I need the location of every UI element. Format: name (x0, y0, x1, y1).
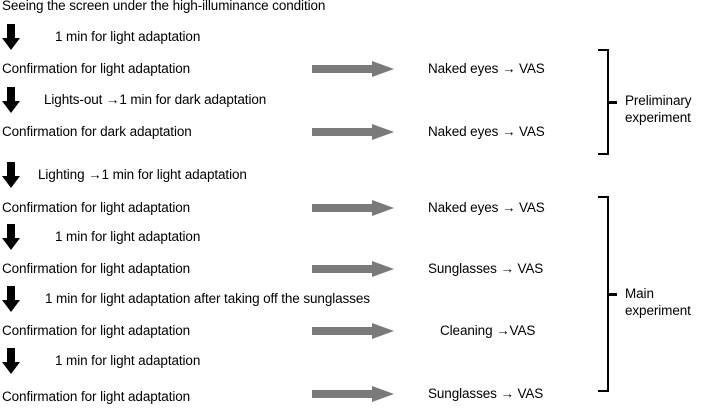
step-label: 1 min for light adaptation after taking … (45, 291, 370, 306)
right-arrow-icon (312, 124, 394, 140)
confirmation-label: Confirmation for light adaptation (2, 323, 191, 338)
step-label: 1 min for light adaptation (55, 353, 201, 368)
step-label: 1 min for light adaptation (55, 229, 201, 244)
right-arrow-icon (312, 261, 394, 277)
step-label: Lights-out →1 min for dark adaptation (44, 92, 267, 107)
right-arrow-icon (312, 323, 394, 339)
group-label-line2: experiment (625, 303, 691, 318)
step-row: 1 min for light adaptation (0, 22, 200, 52)
step-row: 1 min for light adaptation (0, 346, 200, 376)
group-label-main: Main experiment (625, 285, 691, 319)
confirmation-label: Confirmation for light adaptation (2, 261, 191, 276)
group-bracket-main (598, 196, 609, 392)
right-arrow-icon (312, 386, 394, 402)
down-arrow-icon (0, 23, 22, 51)
confirmation-label: Confirmation for dark adaptation (2, 124, 192, 139)
group-label-line1: Preliminary (625, 93, 692, 108)
group-label-preliminary: Preliminary experiment (625, 92, 692, 126)
outcome-label: Cleaning →VAS (440, 323, 536, 338)
step-row: Lighting →1 min for light adaptation (0, 160, 247, 190)
step-row: Lights-out →1 min for dark adaptation (0, 85, 266, 115)
down-arrow-icon (0, 285, 22, 313)
confirmation-label: Confirmation for light adaptation (2, 61, 191, 76)
group-bracket-preliminary (598, 49, 609, 155)
outcome-label: Naked eyes → VAS (428, 124, 545, 139)
outcome-label: Naked eyes → VAS (428, 61, 545, 76)
outcome-label: Sunglasses → VAS (428, 261, 544, 276)
group-label-line1: Main (625, 286, 654, 301)
page-title: Seeing the screen under the high-illumin… (2, 0, 326, 13)
step-label: Lighting →1 min for light adaptation (38, 167, 247, 182)
confirmation-label: Confirmation for light adaptation (2, 389, 191, 404)
outcome-label: Naked eyes → VAS (428, 200, 545, 215)
down-arrow-icon (0, 86, 22, 114)
down-arrow-icon (0, 223, 22, 251)
step-row: 1 min for light adaptation after taking … (0, 284, 370, 314)
down-arrow-icon (0, 161, 22, 189)
group-label-line2: experiment (625, 110, 691, 125)
outcome-label: Sunglasses → VAS (428, 386, 544, 401)
right-arrow-icon (312, 200, 394, 216)
step-row: 1 min for light adaptation (0, 222, 200, 252)
group-bracket-tick (609, 101, 617, 104)
down-arrow-icon (0, 347, 22, 375)
right-arrow-icon (312, 61, 394, 77)
confirmation-label: Confirmation for light adaptation (2, 200, 191, 215)
step-label: 1 min for light adaptation (55, 29, 201, 44)
group-bracket-tick (609, 293, 617, 296)
